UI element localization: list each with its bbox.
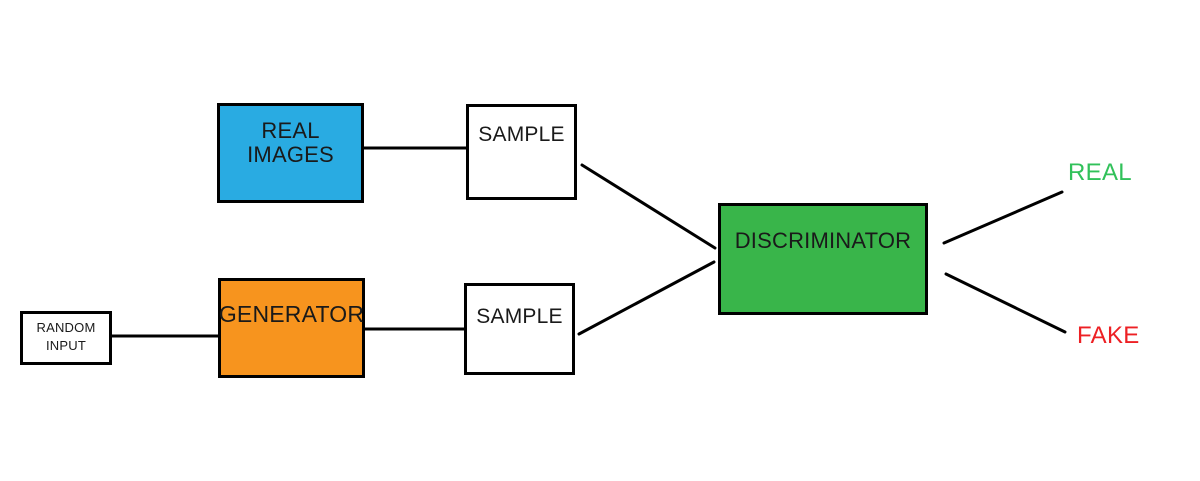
node-discriminator: DISCRIMINATOR (718, 203, 928, 315)
node-random-input: RANDOM INPUT (20, 311, 112, 365)
node-real-images: REAL IMAGES (217, 103, 364, 203)
edge-sample-bottom-to-discriminator (577, 260, 716, 336)
output-real-label: REAL (1068, 159, 1132, 186)
edge-discriminator-to-fake (944, 272, 1067, 334)
generator-label: GENERATOR (218, 301, 365, 328)
random-input-label: RANDOM INPUT (36, 319, 96, 353)
node-sample-bottom: SAMPLE (464, 283, 575, 375)
real-images-label: REAL IMAGES (247, 117, 334, 167)
edge-discriminator-to-real (942, 190, 1064, 245)
sample-bottom-label: SAMPLE (476, 305, 563, 329)
discriminator-label: DISCRIMINATOR (734, 227, 912, 253)
edge-sample-top-to-discriminator (580, 163, 717, 250)
node-sample-top: SAMPLE (466, 104, 577, 200)
sample-top-label: SAMPLE (478, 123, 565, 147)
output-fake-label: FAKE (1077, 322, 1140, 349)
node-generator: GENERATOR (218, 278, 365, 378)
